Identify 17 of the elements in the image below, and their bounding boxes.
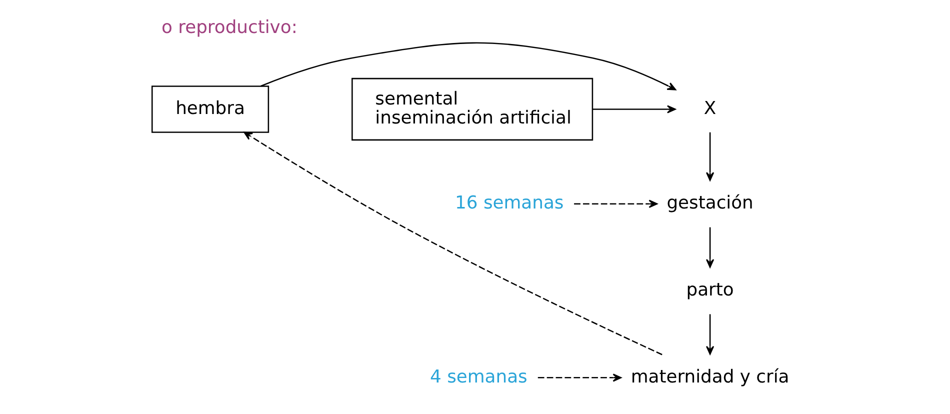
arrow <box>537 374 622 382</box>
diagram-title: o reproductivo: <box>161 16 297 38</box>
node-box: semental inseminación artificial <box>351 78 593 141</box>
arrow <box>260 42 676 90</box>
node-box: hembra <box>150 86 269 133</box>
arrow <box>592 105 676 114</box>
node-text: 4 semanas <box>430 366 527 388</box>
node-text: X <box>703 98 716 119</box>
arrow <box>574 200 658 208</box>
node-text: gestación <box>666 192 753 214</box>
node-text: 16 semanas <box>454 192 564 214</box>
arrow <box>705 227 714 268</box>
arrow <box>705 314 714 355</box>
arrow <box>243 132 662 356</box>
node-text: maternidad y cría <box>630 366 789 388</box>
arrow <box>705 132 714 181</box>
node-text: parto <box>686 279 734 300</box>
